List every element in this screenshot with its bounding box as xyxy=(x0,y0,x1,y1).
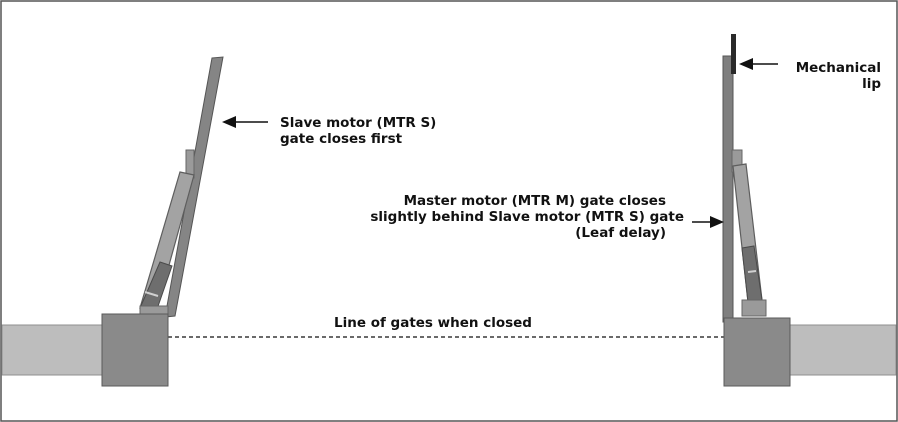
right-pillar xyxy=(723,317,791,387)
line-of-gates-label: Line of gates when closed xyxy=(334,315,532,331)
lip-label-line2: lip xyxy=(862,76,881,92)
slave-label-line1: Slave motor (MTR S) xyxy=(280,115,436,131)
master-label-line2: slightly behind Slave motor (MTR S) gate xyxy=(370,209,684,225)
slave-arrow-head xyxy=(222,116,236,128)
lip-label-line1: Mechanical xyxy=(796,60,881,76)
master-label-line1: Master motor (MTR M) gate closes xyxy=(404,193,666,209)
slave-label-line2: gate closes first xyxy=(280,131,403,147)
master-label-line3: (Leaf delay) xyxy=(575,225,666,241)
mechanical-lip xyxy=(731,34,736,74)
slave-motor xyxy=(139,149,195,316)
master-motor xyxy=(731,149,767,317)
master-arrow-head xyxy=(710,216,724,228)
right-wall xyxy=(789,324,897,376)
lip-arrow-head xyxy=(739,58,753,70)
master-gate-leaf xyxy=(722,55,734,323)
left-pillar xyxy=(101,313,169,387)
slave-gate-leaf xyxy=(164,56,224,318)
master-motor-base xyxy=(741,299,767,317)
left-wall xyxy=(1,324,103,376)
slave-motor-highlight xyxy=(144,291,159,297)
master-motor-highlight xyxy=(747,270,757,273)
